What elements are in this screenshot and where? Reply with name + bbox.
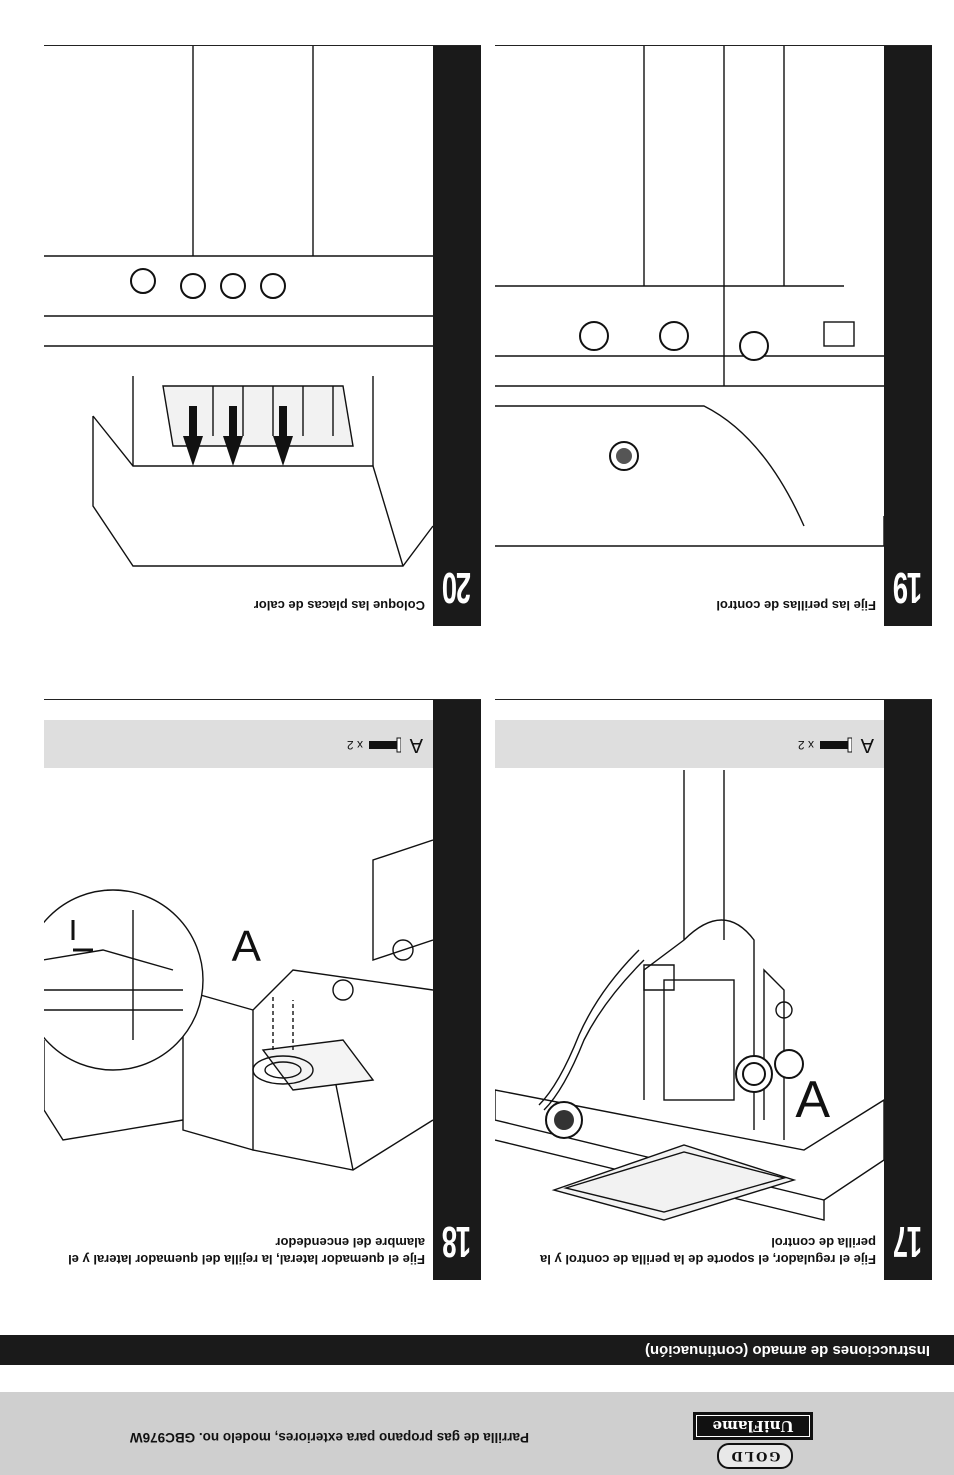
step-17-callout: A	[795, 1071, 830, 1129]
step-17-panel: 17 Fije el regulador, el soporte de la p…	[495, 699, 932, 1280]
screw-icon	[820, 737, 852, 753]
step-18-part-letter: A	[409, 734, 423, 756]
step-18-panel: 18 Fije el quemador lateral, la rejilla …	[44, 699, 481, 1280]
step-19-panel: 19 Fije las perillas de control	[495, 45, 932, 626]
step-18-parts-box: A x 2	[44, 720, 433, 768]
step-19-instruction: Fije las perillas de control	[716, 598, 876, 613]
screw-icon	[369, 737, 401, 753]
step-19-illustration	[495, 46, 884, 547]
step-17-part-letter: A	[860, 734, 874, 756]
footer-bar: GOLD UniFlame Parrilla de gas propano pa…	[0, 1392, 954, 1475]
step-20-panel: 20 Coloque las placas de calor	[44, 45, 481, 626]
step-17-parts-box: A x 2	[495, 720, 884, 768]
brand-logo: GOLD UniFlame	[691, 1412, 819, 1469]
brand-gold-badge: GOLD	[717, 1443, 793, 1469]
step-19-number: 19	[894, 563, 922, 612]
step-20-illustration	[44, 46, 433, 567]
footer-model-title: Parrilla de gas propano para exteriores,…	[129, 1430, 529, 1445]
section-title: Instrucciones de armado (continuación)	[644, 1342, 930, 1359]
step-18-callout: A	[231, 922, 261, 971]
step-20-instruction: Coloque las placas de calor	[253, 598, 425, 613]
step-17-illustration	[495, 770, 884, 1221]
step-17-number-bar: 17	[884, 700, 932, 1280]
step-18-part-qty: x 2	[346, 738, 363, 752]
step-17-number: 17	[894, 1217, 922, 1266]
step-18-number: 18	[443, 1217, 471, 1266]
brand-uniflame-box: UniFlame	[693, 1412, 813, 1440]
step-20-number: 20	[443, 563, 471, 612]
step-20-number-bar: 20	[433, 46, 481, 626]
step-19-number-bar: 19	[884, 46, 932, 626]
section-header: Instrucciones de armado (continuación)	[0, 1335, 954, 1365]
step-18-number-bar: 18	[433, 700, 481, 1280]
step-17-part-qty: x 2	[797, 738, 814, 752]
step-18-illustration	[44, 839, 433, 1171]
